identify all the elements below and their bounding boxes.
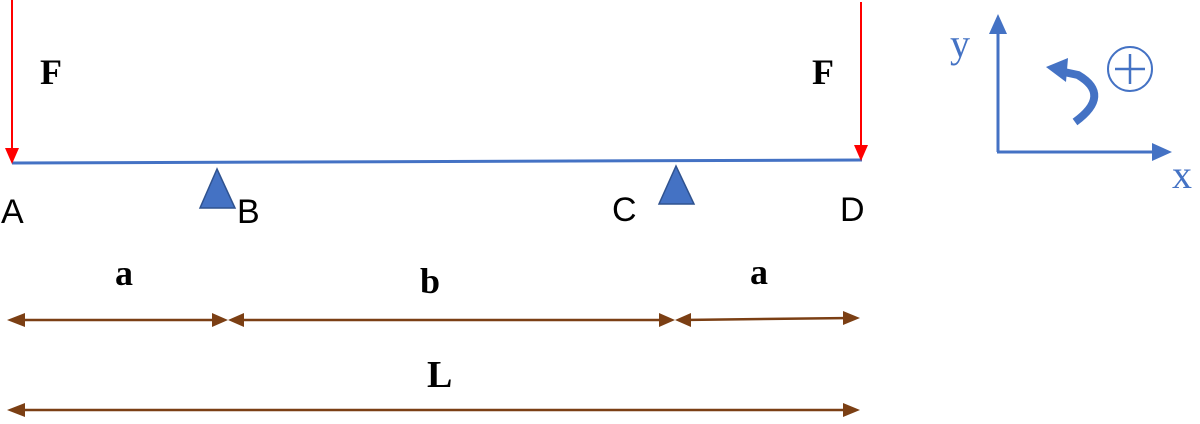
force-arrow-d bbox=[854, 2, 868, 161]
dimension-label-l: L bbox=[427, 354, 452, 396]
dimension-line-ab bbox=[7, 313, 228, 327]
dimension-line-bc bbox=[228, 313, 675, 327]
point-label-d: D bbox=[840, 191, 865, 229]
x-axis-arrow-icon bbox=[1152, 143, 1172, 161]
dimension-label-a-left: a bbox=[115, 253, 133, 293]
dimension-label-a-right: a bbox=[750, 252, 768, 292]
dimension-line-total bbox=[7, 403, 860, 417]
point-label-a: A bbox=[1, 193, 24, 231]
force-arrow-a bbox=[5, 0, 19, 164]
support-c-icon bbox=[657, 164, 696, 205]
support-b-icon bbox=[198, 167, 237, 209]
positive-sign-icon bbox=[1107, 46, 1153, 92]
counterclockwise-moment-icon bbox=[1046, 58, 1099, 126]
force-label-d: F bbox=[812, 52, 834, 92]
coordinate-axes bbox=[989, 14, 1172, 161]
force-label-a: F bbox=[40, 52, 62, 92]
y-axis-arrow-icon bbox=[989, 14, 1007, 34]
beam bbox=[11, 158, 863, 165]
point-label-c: C bbox=[612, 191, 637, 229]
dimension-label-b: b bbox=[420, 261, 440, 301]
y-axis-label: y bbox=[950, 21, 970, 66]
dimension-line-cd bbox=[675, 311, 860, 327]
point-label-b: B bbox=[237, 193, 260, 231]
x-axis-label: x bbox=[1172, 152, 1192, 197]
